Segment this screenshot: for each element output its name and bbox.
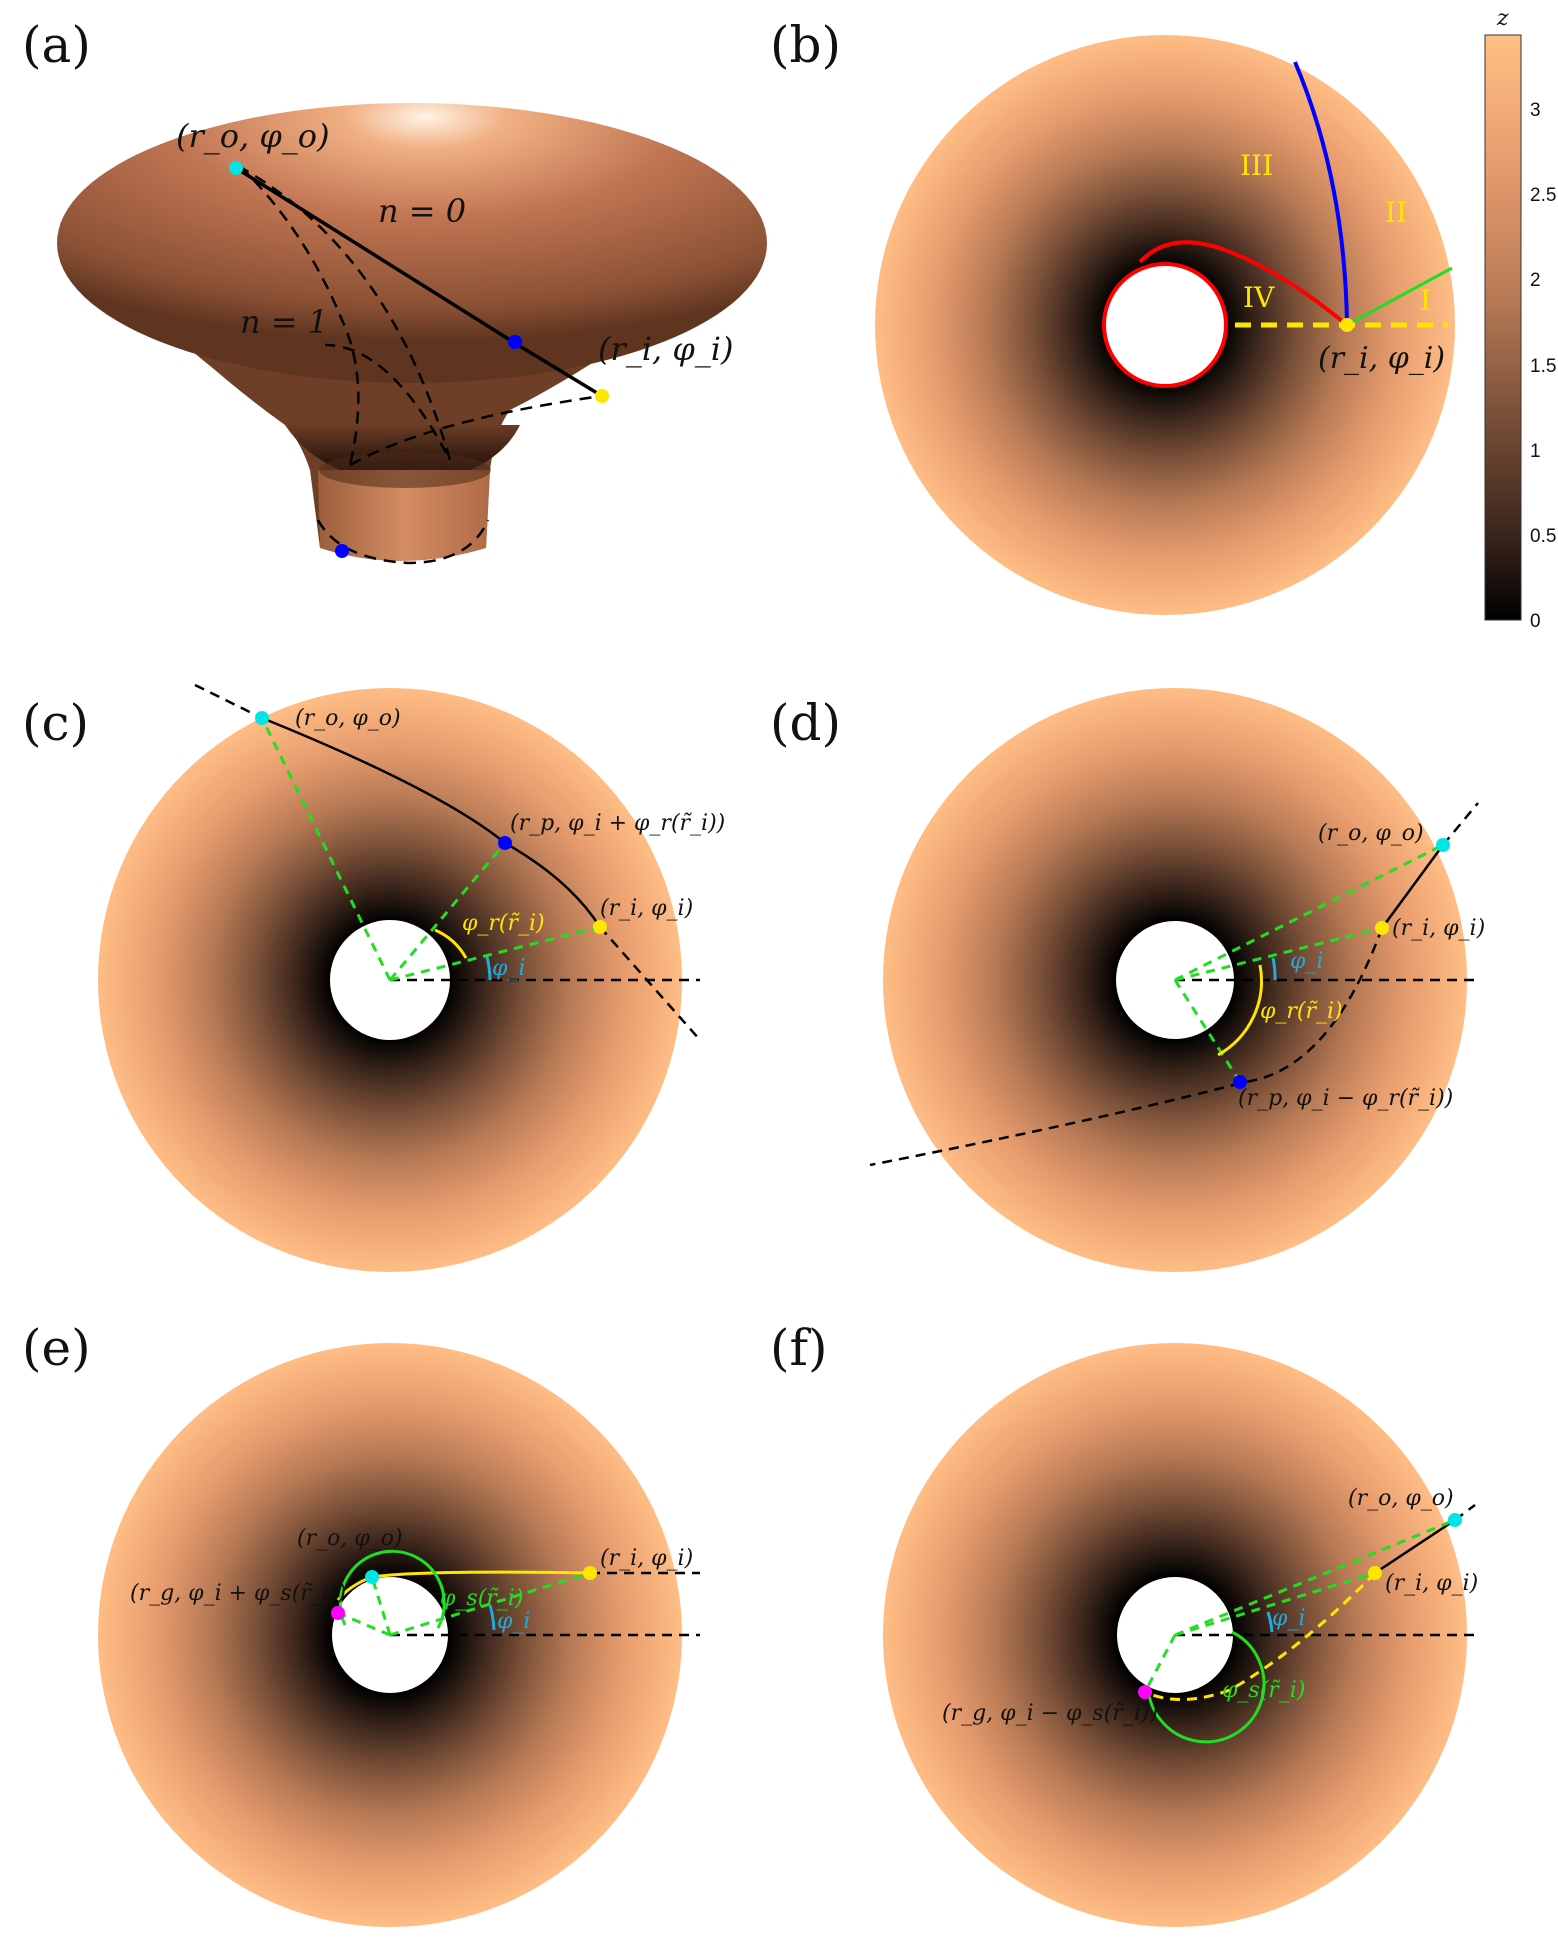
ring-lower [316, 519, 490, 565]
cb-tick-0: 0 [1530, 611, 1541, 632]
green-radii-f [1143, 1518, 1456, 1693]
panel-d: (d) (r_o, φ_o) (r_i, φ_i) (r_p, φ_i − φ_… [770, 688, 1485, 1272]
green-radii-c [260, 717, 601, 982]
curve-III [1293, 61, 1349, 326]
curve-I [1346, 266, 1453, 327]
geodesic-n1-cont [239, 165, 360, 466]
arc-s-e [338, 1549, 446, 1629]
green-radii-e [337, 1571, 591, 1637]
label-outer-e: (r_o, φ_o) [297, 1526, 403, 1551]
point-g-e [331, 1606, 345, 1620]
arc-i-e [488, 1604, 496, 1631]
arc-r-c [434, 928, 468, 959]
arc-s-f [1146, 1630, 1266, 1744]
point-bottom-a [335, 544, 349, 558]
arc-i-c [485, 956, 492, 981]
panel-f-label: (f) [770, 1319, 828, 1377]
point-outer-c [255, 711, 269, 725]
cb-tick-1: 0.5 [1530, 526, 1556, 547]
angle-i-f: φ_i [1272, 1606, 1305, 1631]
geodesic-f-dashed [1144, 1571, 1377, 1701]
cb-tick-4: 2 [1530, 270, 1541, 291]
point-inner-c [593, 920, 607, 934]
panel-a: (a) (r_o, φ_o) (r_i, φ_i) n = 0 n = 1 [22, 16, 767, 565]
arc-r-d [1217, 964, 1263, 1057]
point-outer-d [1436, 838, 1450, 852]
panel-e-label: (e) [22, 1319, 91, 1377]
label-outer-f: (r_o, φ_o) [1348, 1486, 1454, 1511]
point-g-f [1138, 1685, 1152, 1699]
hole-b [1102, 262, 1228, 388]
region-II: II [1385, 196, 1407, 229]
panel-a-label: (a) [22, 16, 91, 74]
point-outer-e [365, 1570, 379, 1584]
cb-tick-5: 2.5 [1530, 185, 1556, 206]
label-inner-d: (r_i, φ_i) [1392, 916, 1485, 941]
region-IV: IV [1243, 281, 1275, 314]
panel-f: (f) (r_o, φ_o) (r_i, φ_i) (r_g, φ_i − φ_… [770, 1319, 1480, 1927]
panel-b: (b) III II I IV (r_i, φ_i) [770, 16, 1455, 615]
label-p-d: (r_p, φ_i − φ_r(r̃_i)) [1238, 1086, 1453, 1111]
geodesic-e [336, 1570, 591, 1601]
ext-line-d-top [1442, 802, 1479, 846]
point-inner-b [1340, 318, 1354, 332]
panel-c: (c) (r_o, φ_o) (r_p, φ_i + φ_r(r̃_i)) (r… [22, 683, 725, 1272]
cb-tick-3: 1.5 [1530, 356, 1556, 377]
point-p-d [1233, 1075, 1247, 1089]
angle-r-c: φ_r(r̃_i) [462, 911, 545, 936]
point-mid-a [508, 335, 522, 349]
point-outer-f [1448, 1513, 1462, 1527]
label-g-e: (r_g, φ_i + φ_s(r̃_i)) [130, 1581, 346, 1606]
geodesic-f-solid [1374, 1518, 1456, 1575]
region-I: I [1420, 284, 1431, 317]
cb-tick-2: 1 [1530, 441, 1541, 462]
cb-tick-6: 3 [1530, 100, 1541, 121]
angle-i-e: φ_i [497, 1609, 530, 1634]
angle-i-c: φ_i [492, 956, 525, 981]
colorbar-ticks: 0 0.5 1 1.5 2 2.5 3 [1530, 100, 1556, 632]
geodesic-n1 [237, 164, 452, 461]
panel-e: (e) (r_o, φ_o) (r_i, φ_i) (r_g, φ_i + φ_… [22, 1319, 700, 1927]
angle-i-d: φ_i [1290, 949, 1323, 974]
label-inner-f: (r_i, φ_i) [1385, 1571, 1478, 1596]
label-inner-b: (r_i, φ_i) [1318, 341, 1445, 376]
label-outer-d: (r_o, φ_o) [1318, 821, 1424, 846]
label-inner-c: (r_i, φ_i) [600, 896, 693, 921]
panel-c-label: (c) [22, 694, 89, 752]
label-g-f: (r_g, φ_i − φ_s(r̃_i)) [942, 1701, 1158, 1726]
ext-line-c-top [194, 683, 263, 720]
curve-IV [1138, 240, 1349, 327]
colorbar-bar [1484, 34, 1522, 621]
label-outer-a: (r_o, φ_o) [176, 117, 330, 155]
point-inner-f [1368, 1566, 1382, 1580]
panel-b-label: (b) [770, 16, 841, 74]
geodesic-d-solid [1380, 844, 1445, 929]
point-inner-d [1375, 921, 1389, 935]
colorbar-label: z [1496, 6, 1509, 31]
region-III: III [1240, 149, 1273, 182]
angle-r-d: φ_r(r̃_i) [1260, 999, 1343, 1024]
label-inner-e: (r_i, φ_i) [600, 1546, 693, 1571]
label-outer-c: (r_o, φ_o) [295, 706, 401, 731]
geodesic-d-dashed [869, 927, 1384, 1167]
geodesic-c [261, 716, 602, 928]
ext-line-c-bottom [599, 926, 701, 1041]
point-outer-a [229, 161, 243, 175]
arc-i-d [1271, 957, 1277, 981]
panel-d-label: (d) [770, 694, 841, 752]
ring-upper-hidden [349, 394, 603, 467]
point-inner-a [595, 389, 609, 403]
label-n1: n = 1 [240, 303, 328, 341]
point-inner-e [583, 1566, 597, 1580]
label-p-c: (r_p, φ_i + φ_r(r̃_i)) [510, 811, 725, 836]
angle-s-f: φ_s(r̃_i) [1222, 1678, 1305, 1703]
angle-s-e: φ_s(r̃_i) [440, 1586, 523, 1611]
green-radii-d [1173, 843, 1444, 1083]
arc-i-f [1266, 1611, 1274, 1633]
label-n0: n = 0 [378, 192, 466, 230]
colorbar: z 0 0.5 1 1.5 2 2.5 3 [1484, 6, 1556, 632]
label-inner-a: (r_i, φ_i) [598, 330, 733, 368]
point-p-c [498, 836, 512, 850]
